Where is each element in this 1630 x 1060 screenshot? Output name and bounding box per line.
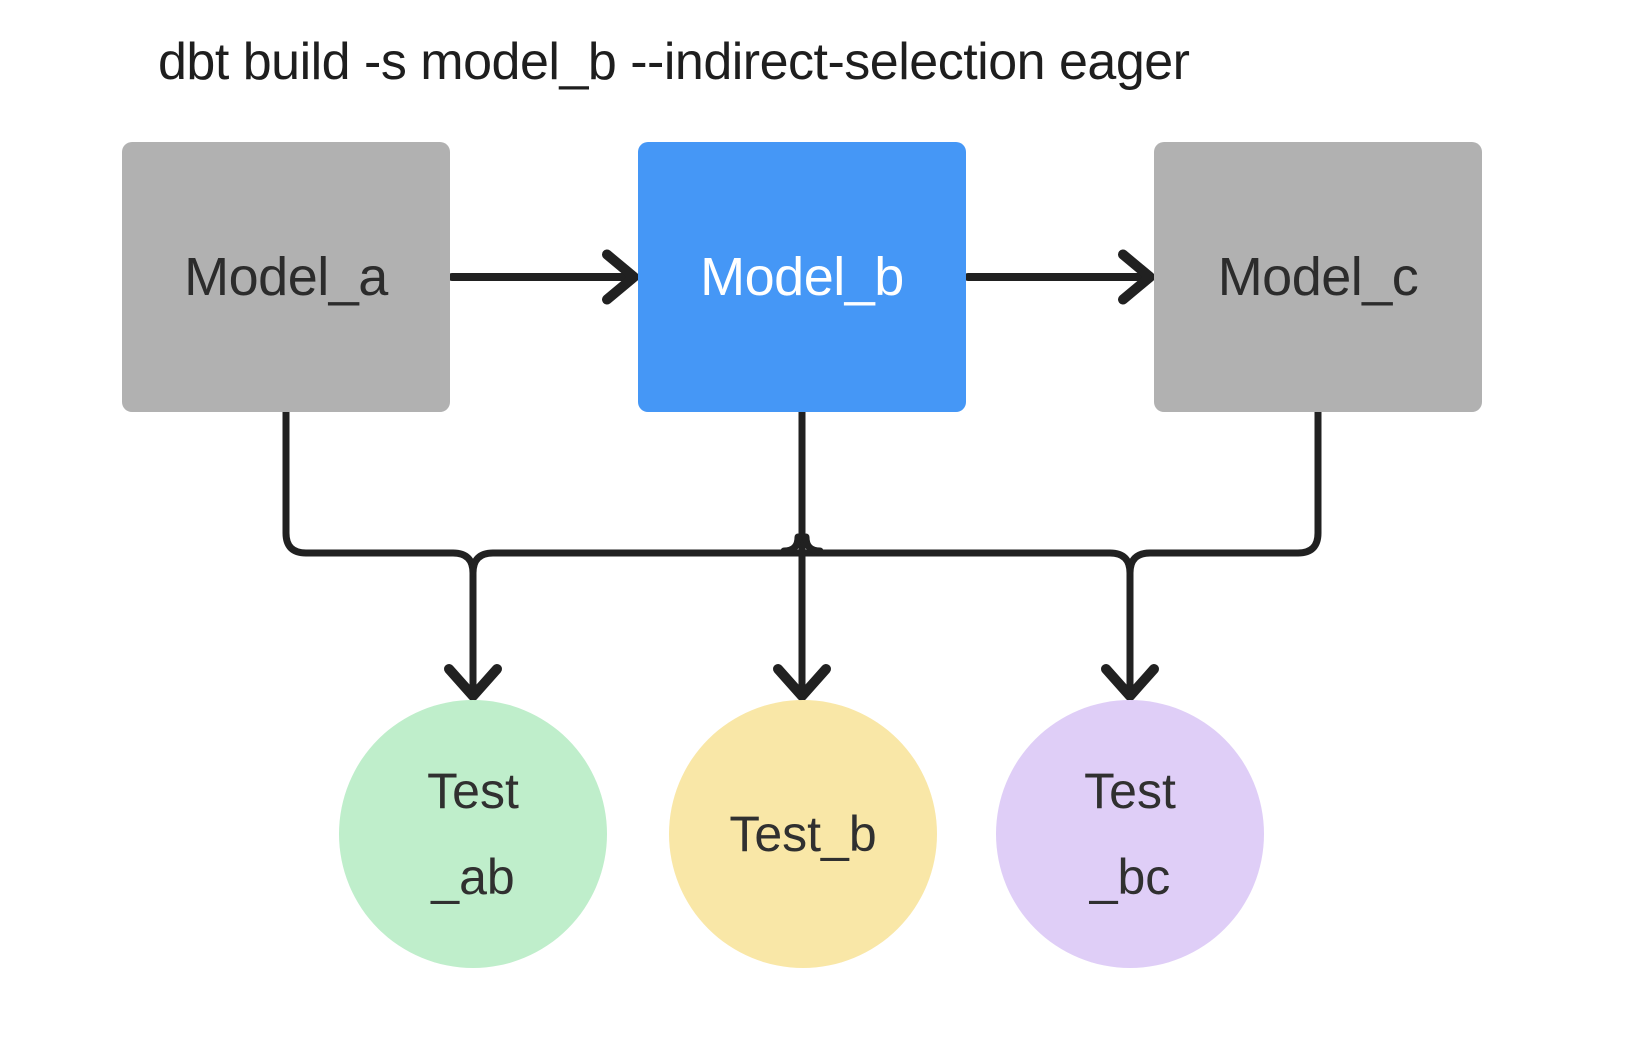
- node-test-b-label-line1: Test_b: [729, 806, 877, 862]
- node-test-ab-label-line2: _ab: [431, 849, 515, 905]
- node-test-bc-label-line1: Test: [1084, 763, 1176, 819]
- edge-model-c-down: [1126, 408, 1322, 577]
- node-model-b: Model_b: [638, 142, 966, 412]
- node-test-bc: Test _bc: [996, 700, 1264, 968]
- node-model-b-label: Model_b: [700, 247, 904, 307]
- node-test-ab: Test _ab: [339, 700, 607, 968]
- node-model-c: Model_c: [1154, 142, 1482, 412]
- node-test-bc-label-line2: _bc: [1089, 849, 1171, 905]
- node-model-c-label: Model_c: [1217, 247, 1419, 307]
- arrowhead-test-ab: [444, 664, 502, 701]
- node-test-ab-label-line1: Test: [427, 763, 519, 819]
- arrowhead-test-b: [773, 664, 831, 701]
- arrow-b-to-c-head: [1118, 249, 1155, 305]
- diagram-title: dbt build -s model_b --indirect-selectio…: [158, 33, 1190, 91]
- arrow-a-to-b-head: [602, 249, 639, 305]
- node-model-a-label: Model_a: [184, 247, 388, 307]
- junction-fillet-left: [780, 533, 802, 555]
- node-test-b: Test_b: [669, 700, 937, 968]
- arrowhead-test-bc: [1101, 664, 1159, 701]
- edge-model-a-down: [282, 408, 477, 694]
- junction-fillet-right: [802, 533, 824, 555]
- node-model-a: Model_a: [122, 142, 450, 412]
